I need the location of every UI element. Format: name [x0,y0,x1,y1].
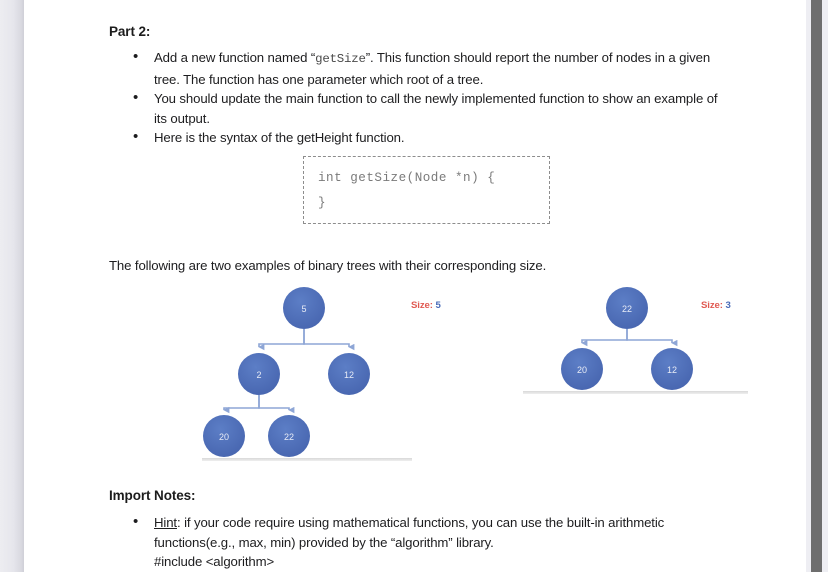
page-content: Part 2: Add a new function named “getSiz… [109,0,749,572]
size-key: Size: [701,300,723,311]
code-line-1: int getSize(Node *n) { [318,171,496,185]
scrollbar-thumb[interactable] [811,0,822,572]
bullet-text-post: ”. This function should report the numbe… [154,50,711,87]
list-item: Here is the syntax of the getHeight func… [109,127,729,148]
tree-edge [581,329,628,347]
size-key: Size: [411,300,433,311]
hint-underlined-label: Hint [154,515,177,530]
tree-node-label: 20 [577,365,587,375]
inline-code-getsize: getSize [315,52,366,66]
list-item: You should update the main function to c… [109,88,729,128]
tree-node [283,287,325,329]
tree-edge [258,329,305,351]
tree-edge [223,395,260,414]
tree-edge [626,329,678,347]
bullet-text: You should update the main function to c… [154,91,718,126]
code-line-2: } [318,196,327,210]
tree-edge [258,395,295,414]
left-page-gutter [0,0,24,572]
examples-intro-paragraph: The following are two examples of binary… [109,258,547,273]
vertical-scrollbar[interactable] [806,0,828,572]
tree-node-label: 5 [301,304,306,314]
tree-node-label: 22 [284,432,294,442]
document-page: Part 2: Add a new function named “getSiz… [24,0,806,572]
tree-2-svg: 22 20 12 [561,287,693,390]
tree-node-label: 12 [344,370,354,380]
tree-node [561,348,603,390]
tree-node-label: 12 [667,365,677,375]
size-value: 5 [435,300,441,311]
tree-node [238,353,280,395]
include-directive-text: #include <algorithm> [154,554,275,570]
tree-2-size-label: Size: 3 [701,300,731,311]
figure-baseline [523,391,748,394]
part2-bullet-list: Add a new function named “getSize”. This… [109,47,729,148]
figure-baseline [202,458,412,461]
import-notes-heading: Import Notes: [109,488,196,503]
tree-node-label: 22 [622,304,632,314]
hint-text: : if your code require using mathematica… [154,515,665,550]
bullet-text-pre: Add a new function named “ [154,50,316,65]
tree-node [268,415,310,457]
tree-node-label: 2 [256,370,261,380]
tree-edge [303,329,355,351]
size-value: 3 [725,300,731,311]
binary-tree-figure-1: 5 2 12 20 22 Size: 5 [174,278,464,463]
tree-1-svg: 5 2 12 20 22 [203,287,370,457]
part2-heading: Part 2: [109,24,151,39]
tree-node [651,348,693,390]
list-item: Add a new function named “getSize”. This… [109,47,729,89]
import-notes-bullet-list: Hint: if your code require using mathema… [109,512,729,572]
tree-node [606,287,648,329]
tree-node [328,353,370,395]
code-snippet-box: int getSize(Node *n) { } [303,156,550,224]
tree-node [203,415,245,457]
binary-tree-figure-2: 22 20 12 Size: 3 [509,278,769,398]
tree-1-size-label: Size: 5 [411,300,441,311]
bullet-text: Here is the syntax of the getHeight func… [154,130,405,146]
tree-node-label: 20 [219,432,229,442]
list-item: Hint: if your code require using mathema… [109,512,729,572]
